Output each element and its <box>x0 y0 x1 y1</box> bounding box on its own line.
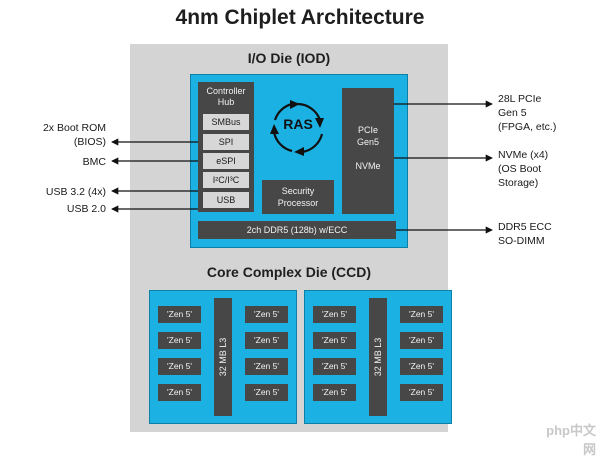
ext-nvme: NVMe (x4) (OS Boot Storage) <box>498 148 598 190</box>
iod-label: I/O Die (IOD) <box>247 50 331 66</box>
ext-nvme-line-2: (OS Boot <box>498 163 542 175</box>
zen5-core: 'Zen 5' <box>400 358 443 375</box>
ext-ddr5: DDR5 ECC SO-DIMM <box>498 220 598 248</box>
l3-cache: 32 MB L3 <box>214 298 232 416</box>
security-processor: Security Processor <box>262 180 334 214</box>
pcie-line-1: PCIe <box>357 125 378 135</box>
pcie-controller <box>342 88 394 214</box>
zen5-core: 'Zen 5' <box>158 332 201 349</box>
ext-nvme-line-3: Storage) <box>498 177 539 189</box>
ext-nvme-line-1: NVMe (x4) <box>498 149 549 161</box>
zen5-core: 'Zen 5' <box>158 358 201 375</box>
zen5-core: 'Zen 5' <box>313 358 356 375</box>
ext-pcie: 28L PCIe Gen 5 (FPGA, etc.) <box>498 92 598 134</box>
ext-usb20: USB 2.0 <box>66 203 106 215</box>
zen5-core: 'Zen 5' <box>245 306 288 323</box>
hub-item-smbus: SMBus <box>203 114 249 130</box>
ext-usb32: USB 3.2 (4x) <box>45 186 106 198</box>
zen5-core: 'Zen 5' <box>245 358 288 375</box>
ddr-controller: 2ch DDR5 (128b) w/ECC <box>198 221 396 239</box>
hub-item-i2c-i3c: I²C/I³C <box>203 172 249 188</box>
zen5-core: 'Zen 5' <box>400 384 443 401</box>
hub-item-espi: eSPI <box>203 153 249 169</box>
hub-item-spi: SPI <box>203 134 249 150</box>
zen5-core: 'Zen 5' <box>313 384 356 401</box>
zen5-core: 'Zen 5' <box>245 384 288 401</box>
l3-cache: 32 MB L3 <box>369 298 387 416</box>
diagram-title: 4nm Chiplet Architecture <box>175 6 425 29</box>
zen5-core: 'Zen 5' <box>400 332 443 349</box>
ext-boot-rom-line-2: (BIOS) <box>73 136 106 148</box>
security-processor-label: Security Processor <box>277 186 319 208</box>
ext-boot-rom: 2x Boot ROM (BIOS) <box>22 121 106 149</box>
pcie-line-2: Gen5 <box>356 137 380 147</box>
ext-boot-rom-line-1: 2x Boot ROM <box>42 122 106 134</box>
ext-ddr5-line-1: DDR5 ECC <box>498 221 552 233</box>
connector-lines <box>111 100 493 234</box>
ext-pcie-line-1: 28L PCIe <box>498 93 542 105</box>
zen5-core: 'Zen 5' <box>158 306 201 323</box>
zen5-core: 'Zen 5' <box>245 332 288 349</box>
zen5-core: 'Zen 5' <box>313 306 356 323</box>
pcie-line-3: NVMe <box>355 161 381 171</box>
l3-cache-label: 32 MB L3 <box>373 337 383 377</box>
pcie-controller-text: PCIe Gen5 NVMe <box>342 124 394 172</box>
watermark: php中文网 <box>546 423 596 457</box>
ccd-label: Core Complex Die (CCD) <box>206 264 372 280</box>
l3-cache-label: 32 MB L3 <box>218 337 228 377</box>
zen5-core: 'Zen 5' <box>158 384 201 401</box>
ras-cycle-icon <box>270 100 324 156</box>
ext-bmc: BMC <box>82 156 106 168</box>
ext-ddr5-line-2: SO-DIMM <box>498 235 545 247</box>
hub-item-usb: USB <box>203 192 249 208</box>
ras-label: RAS <box>283 116 313 132</box>
controller-hub-label: Controller Hub <box>206 86 246 107</box>
ext-pcie-line-3: (FPGA, etc.) <box>498 121 557 133</box>
zen5-core: 'Zen 5' <box>313 332 356 349</box>
zen5-core: 'Zen 5' <box>400 306 443 323</box>
ext-pcie-line-2: Gen 5 <box>498 107 527 119</box>
